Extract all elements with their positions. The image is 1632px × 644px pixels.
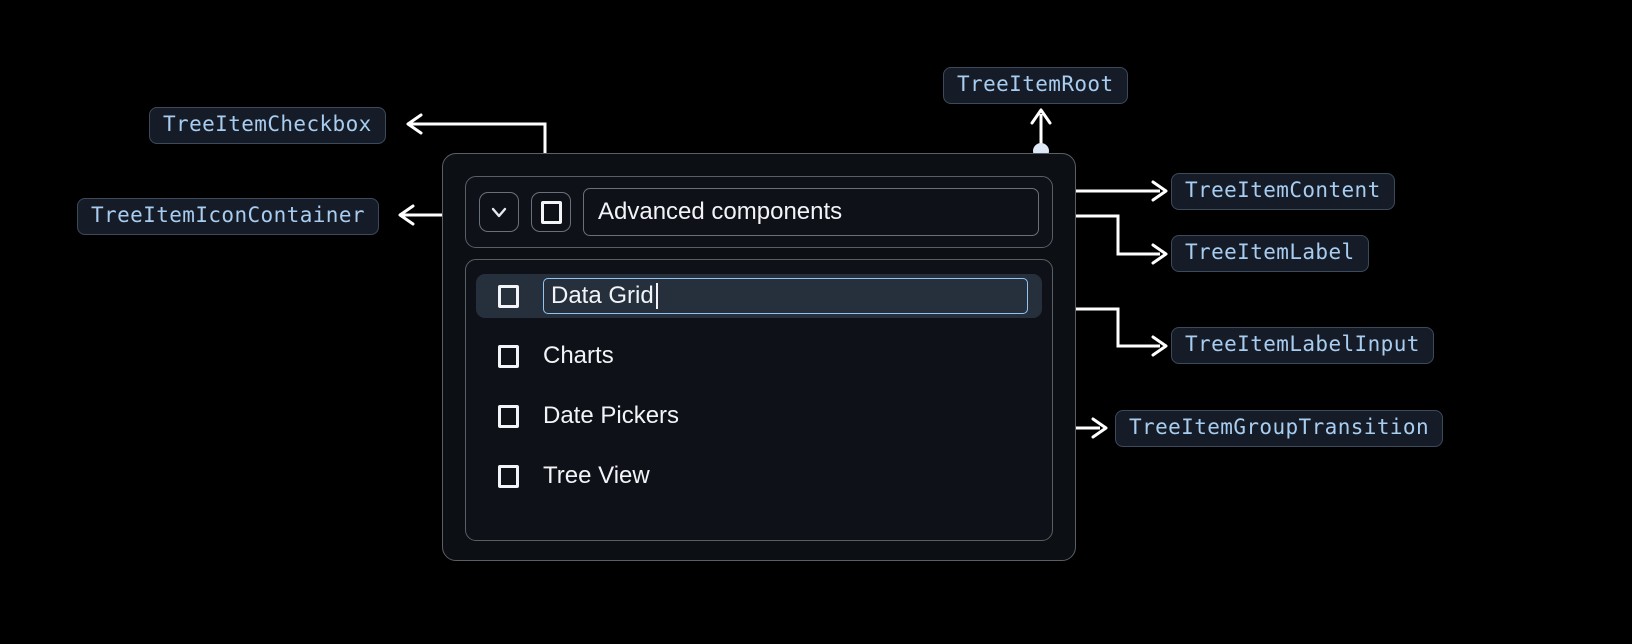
annotation-tree-item-icon-container: TreeItemIconContainer	[77, 198, 379, 235]
checkbox-unchecked-icon	[540, 200, 562, 224]
chevron-down-icon	[487, 200, 511, 224]
checkbox-unchecked-icon[interactable]	[498, 284, 519, 308]
checkbox-unchecked-icon[interactable]	[498, 464, 519, 488]
tree-row[interactable]: Tree View	[476, 454, 1042, 498]
tree-item-label-text: Advanced components	[598, 198, 843, 225]
tree-item-label: Tree View	[543, 462, 650, 489]
tree-item-label: Date Pickers	[543, 402, 680, 429]
tree-row[interactable]: Date Pickers	[476, 394, 1042, 438]
checkbox-unchecked-icon[interactable]	[498, 404, 519, 428]
tree-item-label: Charts	[543, 342, 614, 369]
tree-item-label[interactable]: Advanced components	[583, 188, 1039, 236]
tree-item-root[interactable]: Advanced components Data Grid Charts Dat…	[442, 153, 1076, 561]
annotation-tree-item-label: TreeItemLabel	[1171, 235, 1369, 272]
tree-row[interactable]: Charts	[476, 334, 1042, 378]
tree-item-icon-container[interactable]	[479, 192, 519, 232]
tree-item-content[interactable]: Advanced components	[465, 176, 1053, 248]
annotation-tree-item-label-input: TreeItemLabelInput	[1171, 327, 1434, 364]
tree-item-label-input[interactable]: Data Grid	[543, 278, 1028, 314]
annotation-tree-item-content: TreeItemContent	[1171, 173, 1395, 210]
tree-item-checkbox[interactable]	[531, 192, 571, 232]
tree-row[interactable]: Data Grid	[476, 274, 1042, 318]
checkbox-unchecked-icon[interactable]	[498, 344, 519, 368]
annotation-tree-item-group-transition: TreeItemGroupTransition	[1115, 410, 1443, 447]
tree-item-label-input-value: Data Grid	[551, 282, 654, 309]
annotation-tree-item-root: TreeItemRoot	[943, 67, 1128, 104]
tree-item-group-transition: Data Grid Charts Date Pickers Tree View	[465, 259, 1053, 541]
text-caret	[655, 283, 658, 309]
annotation-tree-item-checkbox: TreeItemCheckbox	[149, 107, 386, 144]
